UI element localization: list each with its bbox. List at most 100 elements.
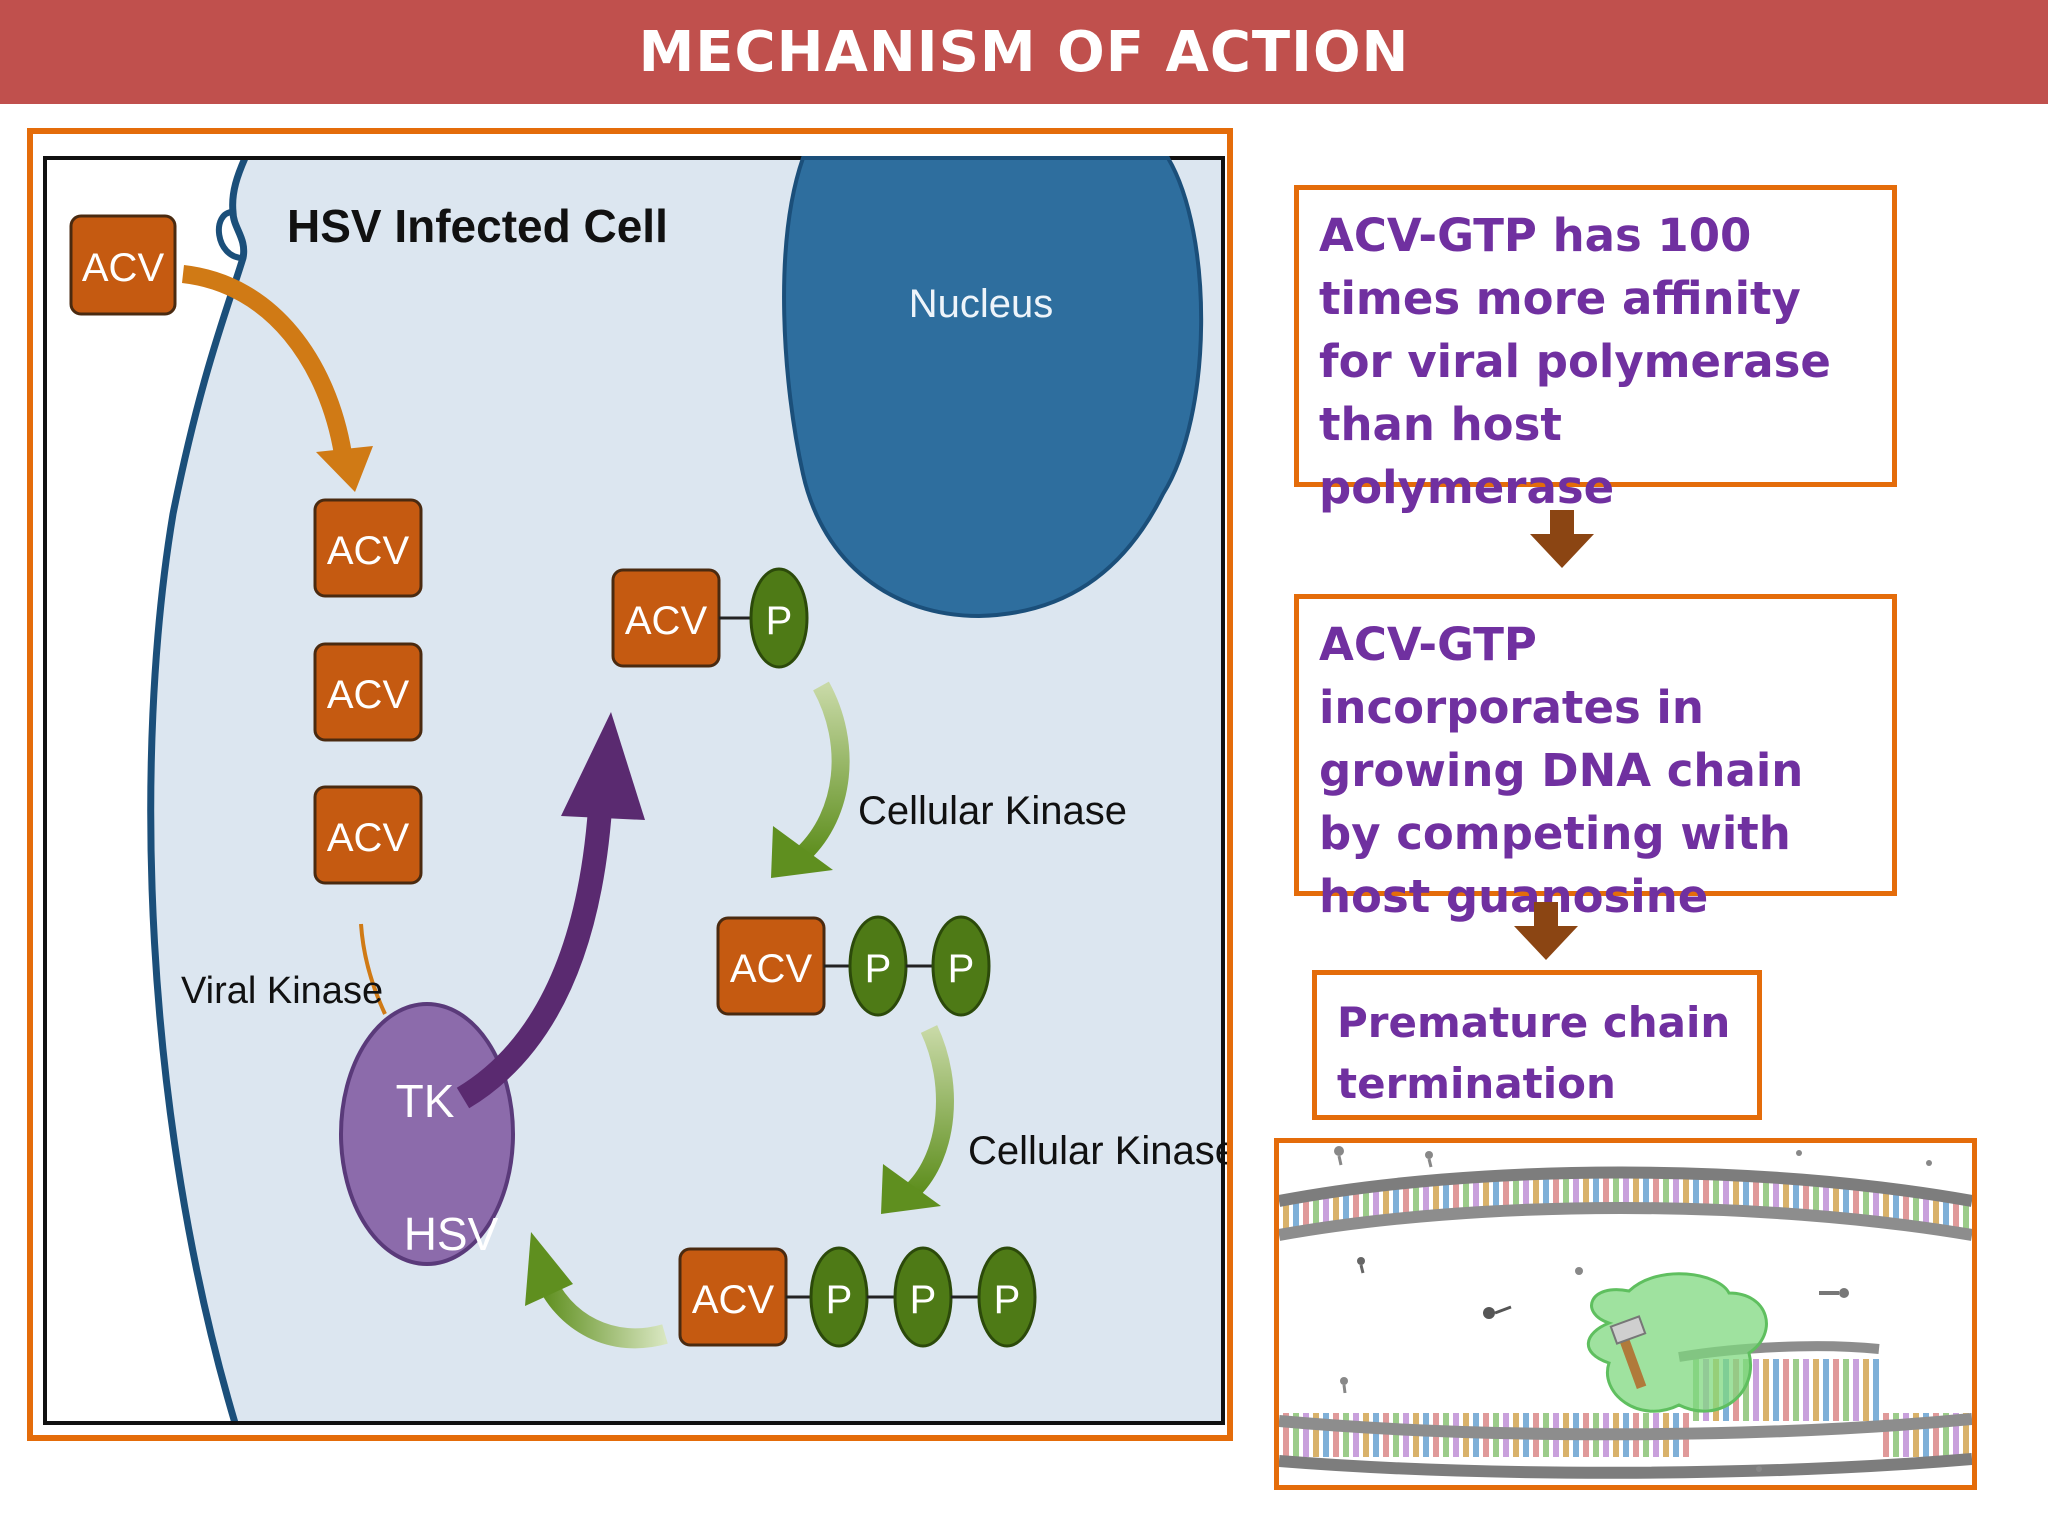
dna-base <box>1333 1193 1339 1230</box>
svg-text:P: P <box>865 947 892 991</box>
dna-base <box>1583 1174 1589 1211</box>
dna-base <box>1803 1181 1809 1218</box>
dna-base <box>1343 1192 1349 1229</box>
dna-base <box>1663 1174 1669 1211</box>
dna-base <box>1603 1174 1609 1211</box>
dna-base <box>1763 1178 1769 1215</box>
dna-base <box>1873 1359 1879 1421</box>
dna-base <box>1473 1179 1479 1216</box>
dna-base <box>1923 1194 1929 1231</box>
entry-arrow-head <box>316 446 373 492</box>
dna-illustration-frame <box>1274 1138 1977 1490</box>
down-arrow-2 <box>1514 902 1578 960</box>
cell-label: HSV Infected Cell <box>287 200 668 252</box>
acv-triphosphate: ACV P P P <box>678 1246 1037 1348</box>
dna-base <box>1543 1175 1549 1212</box>
down-arrow-1 <box>1530 510 1594 568</box>
dna-base <box>1783 1179 1789 1216</box>
dna-base <box>1623 1174 1629 1211</box>
step-termination-box: Premature chain termination <box>1312 970 1762 1120</box>
dna-base <box>1393 1186 1399 1223</box>
dna-base <box>1303 1197 1309 1234</box>
dna-base <box>1953 1198 1959 1235</box>
acv-monophosphate: ACV P <box>611 567 809 669</box>
dna-base <box>1643 1174 1649 1211</box>
tk-label: TK <box>396 1075 455 1127</box>
dna-base <box>1703 1175 1709 1212</box>
svg-text:ACV: ACV <box>625 599 708 643</box>
dna-base <box>1953 1413 1959 1457</box>
dna-base <box>1883 1189 1889 1226</box>
dna-base <box>1773 1359 1779 1421</box>
dna-base <box>1653 1174 1659 1211</box>
svg-text:P: P <box>826 1278 853 1322</box>
dna-base <box>1853 1185 1859 1222</box>
dna-base <box>1433 1182 1439 1219</box>
dna-base <box>1943 1196 1949 1233</box>
dna-base <box>1923 1413 1929 1457</box>
dna-base <box>1963 1199 1969 1236</box>
dna-base <box>1373 1413 1379 1457</box>
nucleotide-hammer-icon <box>1609 1315 1647 1390</box>
dna-base <box>1323 1194 1329 1231</box>
svg-text:ACV: ACV <box>327 816 410 860</box>
dna-base <box>1503 1177 1509 1214</box>
dna-base <box>1803 1359 1809 1421</box>
dna-base <box>1383 1187 1389 1224</box>
dna-base <box>1913 1192 1919 1229</box>
svg-text:P: P <box>910 1278 937 1322</box>
polymerase-enzyme <box>1586 1272 1768 1413</box>
dna-base <box>1813 1359 1819 1421</box>
dna-base <box>1753 1178 1759 1215</box>
dna-base <box>1943 1413 1949 1457</box>
dna-base <box>1303 1413 1309 1457</box>
dna-base <box>1793 1180 1799 1217</box>
dna-base <box>1733 1176 1739 1213</box>
dna-base <box>1613 1174 1619 1211</box>
header-banner: MECHANISM OF ACTION <box>0 0 2048 104</box>
nucleus-label: Nucleus <box>909 282 1054 326</box>
dna-base <box>1363 1413 1369 1457</box>
dna-base <box>1353 1190 1359 1227</box>
dna-base <box>1323 1413 1329 1457</box>
mechanism-diagram-frame: Nucleus HSV Infected Cell ACV ACV ACV AC… <box>27 128 1233 1441</box>
dna-base <box>1283 1413 1289 1457</box>
dna-base <box>1723 1176 1729 1213</box>
dna-base <box>1593 1174 1599 1211</box>
nucleus <box>782 156 1204 619</box>
dna-base <box>1743 1177 1749 1214</box>
cellular-kinase-arrow-2-head <box>881 1164 941 1214</box>
svg-text:P: P <box>766 599 793 643</box>
hsv-label: HSV <box>404 1208 499 1260</box>
dna-base <box>1823 1359 1829 1421</box>
dna-base <box>1293 1198 1299 1235</box>
svg-text:P: P <box>994 1278 1021 1322</box>
dna-base <box>1383 1413 1389 1457</box>
dna-base <box>1513 1177 1519 1214</box>
cellular-kinase-arrow-1 <box>796 681 850 861</box>
dna-base <box>1553 1175 1559 1212</box>
mechanism-diagram: Nucleus HSV Infected Cell ACV ACV ACV AC… <box>43 156 1227 1425</box>
svg-text:ACV: ACV <box>327 673 410 717</box>
dna-base <box>1833 1183 1839 1220</box>
acv-inside-3: ACV <box>313 785 423 885</box>
step-affinity-text: ACV-GTP has 100 times more affinity for … <box>1319 209 1831 514</box>
acv-outside: ACV <box>69 214 177 316</box>
dna-base <box>1313 1413 1319 1457</box>
dna-base <box>1403 1185 1409 1222</box>
dna-base <box>1533 1176 1539 1213</box>
dna-base <box>1963 1413 1969 1457</box>
dna-base <box>1843 1184 1849 1221</box>
dna-base <box>1683 1175 1689 1212</box>
dna-base <box>1353 1413 1359 1457</box>
dna-base <box>1713 1176 1719 1213</box>
dna-base <box>1293 1413 1299 1457</box>
dna-base <box>1453 1180 1459 1217</box>
dna-base <box>1333 1413 1339 1457</box>
dna-base <box>1893 1413 1899 1457</box>
dna-base <box>1833 1359 1839 1421</box>
membrane-pore <box>215 209 244 261</box>
dna-base <box>1633 1174 1639 1211</box>
acv-inside-2: ACV <box>313 642 423 742</box>
cellular-kinase-arrow-2 <box>906 1025 954 1197</box>
